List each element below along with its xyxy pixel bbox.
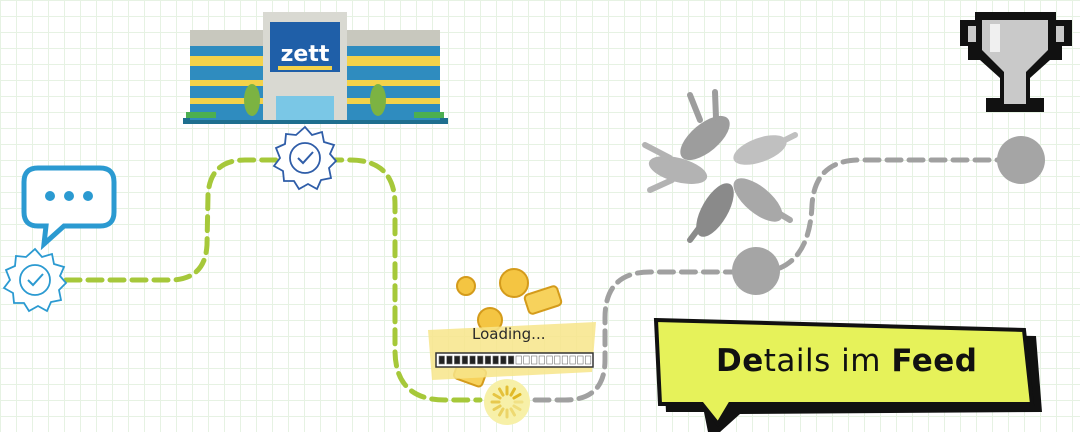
pending-path-2: [777, 157, 1001, 271]
loading-label: Loading...: [472, 325, 546, 343]
spinner-tick: [512, 404, 522, 411]
progress-segment: [492, 355, 499, 365]
progress-segment: [454, 355, 461, 365]
progress-segment: [554, 355, 561, 365]
completed-path: [63, 157, 483, 403]
progress-segment: [477, 355, 484, 365]
progress-segment: [507, 355, 515, 365]
feed-text-part-2: tails: [763, 343, 831, 379]
feed-text-part-4: Feed: [891, 343, 978, 379]
check-badge-icon-2: [272, 125, 338, 191]
loading-progress-bar: [435, 352, 594, 368]
progress-segment: [500, 355, 507, 365]
progress-segment: [438, 355, 445, 365]
feed-text-part-3: im: [830, 343, 892, 379]
spinner-tick: [509, 407, 516, 417]
building-sign: zett: [281, 42, 330, 67]
spinner-tick: [498, 407, 505, 417]
trophy-icon: [960, 12, 1072, 112]
progress-segment: [569, 355, 576, 365]
spinner-tick: [492, 404, 502, 411]
progress-segment: [484, 355, 492, 365]
progress-segment: [446, 355, 453, 365]
pending-node-hands: [732, 247, 780, 295]
building-icon: [183, 12, 448, 124]
spinner-tick: [509, 387, 516, 397]
feed-badge-text: Details im Feed: [716, 343, 1016, 393]
chat-bubble-icon: [21, 165, 117, 251]
feed-text-part-1: De: [716, 343, 764, 379]
progress-segment: [461, 355, 468, 365]
progress-segment: [561, 355, 569, 365]
progress-segment: [546, 355, 553, 365]
pending-path: [532, 269, 738, 403]
progress-segment: [538, 355, 545, 365]
pending-node-trophy: [997, 136, 1045, 184]
spinner-tick: [498, 387, 505, 397]
progress-segment: [523, 355, 530, 365]
spinner-tick: [492, 393, 502, 400]
check-badge-icon: [2, 247, 68, 313]
progress-segment: [577, 355, 584, 365]
progress-segment: [531, 355, 538, 365]
progress-segment: [584, 355, 592, 365]
hands-icon: [642, 89, 798, 243]
progress-segment: [515, 355, 522, 365]
feed-badge: [653, 317, 1042, 432]
progress-segment: [469, 355, 476, 365]
spinner-tick: [512, 393, 522, 400]
loading-spinner-icon: [484, 379, 530, 425]
